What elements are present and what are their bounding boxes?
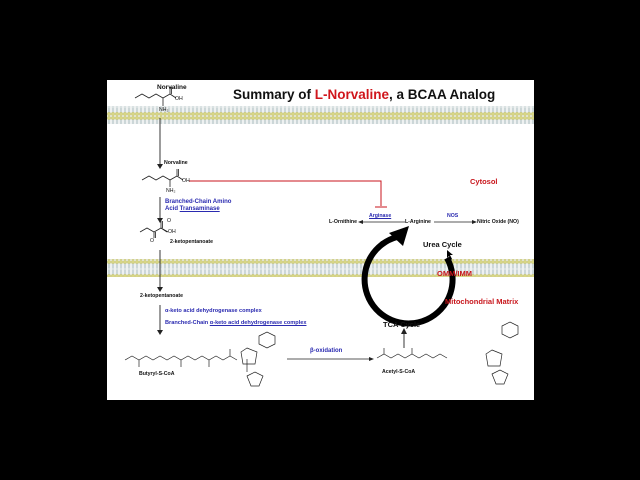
acetyl-label: Acetyl-S-CoA [382, 369, 416, 375]
butyryl-label: Butyryl-S-CoA [139, 371, 175, 377]
bcat-label-2: Acid Transaminase [165, 206, 220, 212]
main-pathway-arrowheads [157, 164, 163, 335]
bckdh-label: Branched-Chain α-keto acid dehydrogenase… [165, 320, 307, 326]
norvaline-cytosol-label: Norvaline [164, 160, 188, 166]
arginine-label: L-Arginine [405, 219, 431, 225]
nos-label: NOS [447, 213, 459, 219]
keto2-label: 2-ketopentanoate [140, 293, 183, 299]
mito-membrane [107, 259, 534, 277]
cycle-arrowhead [389, 226, 409, 246]
urea-arrowheads [358, 220, 477, 224]
akdh-label: α-keto acid dehydrogenase complex [165, 308, 262, 314]
urea-cycle-label: Urea Cycle [423, 240, 462, 249]
omm-label: OMM/IMM [437, 269, 472, 278]
norvaline-top-label: Norvaline [157, 84, 187, 91]
bcat-label-1: Branched-Chain Amino [165, 199, 232, 205]
plasma-membrane [107, 106, 534, 124]
page-title: Summary of L-Norvaline, a BCAA Analog [233, 87, 496, 102]
ornithine-label: L-Ornithine [329, 219, 357, 225]
pathway-graphics [124, 87, 519, 387]
norvaline-top-nh2: NH₂ [159, 107, 169, 113]
norvaline-cytosol-structure [141, 169, 184, 187]
butyryl-coa-structure [124, 331, 276, 387]
acetyl-coa-structure [376, 321, 519, 385]
cycle-arrow [361, 234, 456, 327]
keto1-o: O [167, 218, 172, 224]
no-label: Nitric Oxide (NO) [477, 219, 519, 225]
cytosol-label: Cytosol [470, 177, 498, 186]
arginase-label: Arginase [369, 213, 392, 219]
slide: Summary of L-Norvaline, a BCAA Analog No… [107, 80, 534, 400]
norvaline-cytosol-oh: OH [182, 178, 190, 184]
tca-cycle-label: TCA Cycle [383, 320, 421, 329]
norvaline-top-oh: OH [175, 96, 183, 102]
norvaline-cytosol-nh2: NH₂ [166, 188, 176, 194]
matrix-label: Mitochondrial Matrix [445, 297, 519, 306]
norvaline-top-structure [134, 87, 177, 106]
keto1-oh: OH [168, 229, 176, 235]
cursor-icon [447, 250, 453, 260]
beta-ox-arrowhead [369, 357, 374, 361]
membrane-layer [107, 106, 534, 277]
tca-arrowhead [401, 328, 407, 334]
keto1-label: 2-ketopentanoate [170, 239, 213, 245]
keto1-structure [139, 221, 169, 238]
inhibition-line [189, 180, 387, 208]
beta-ox-label: β-oxidation [310, 348, 343, 354]
keto1-o2: O [150, 238, 155, 244]
